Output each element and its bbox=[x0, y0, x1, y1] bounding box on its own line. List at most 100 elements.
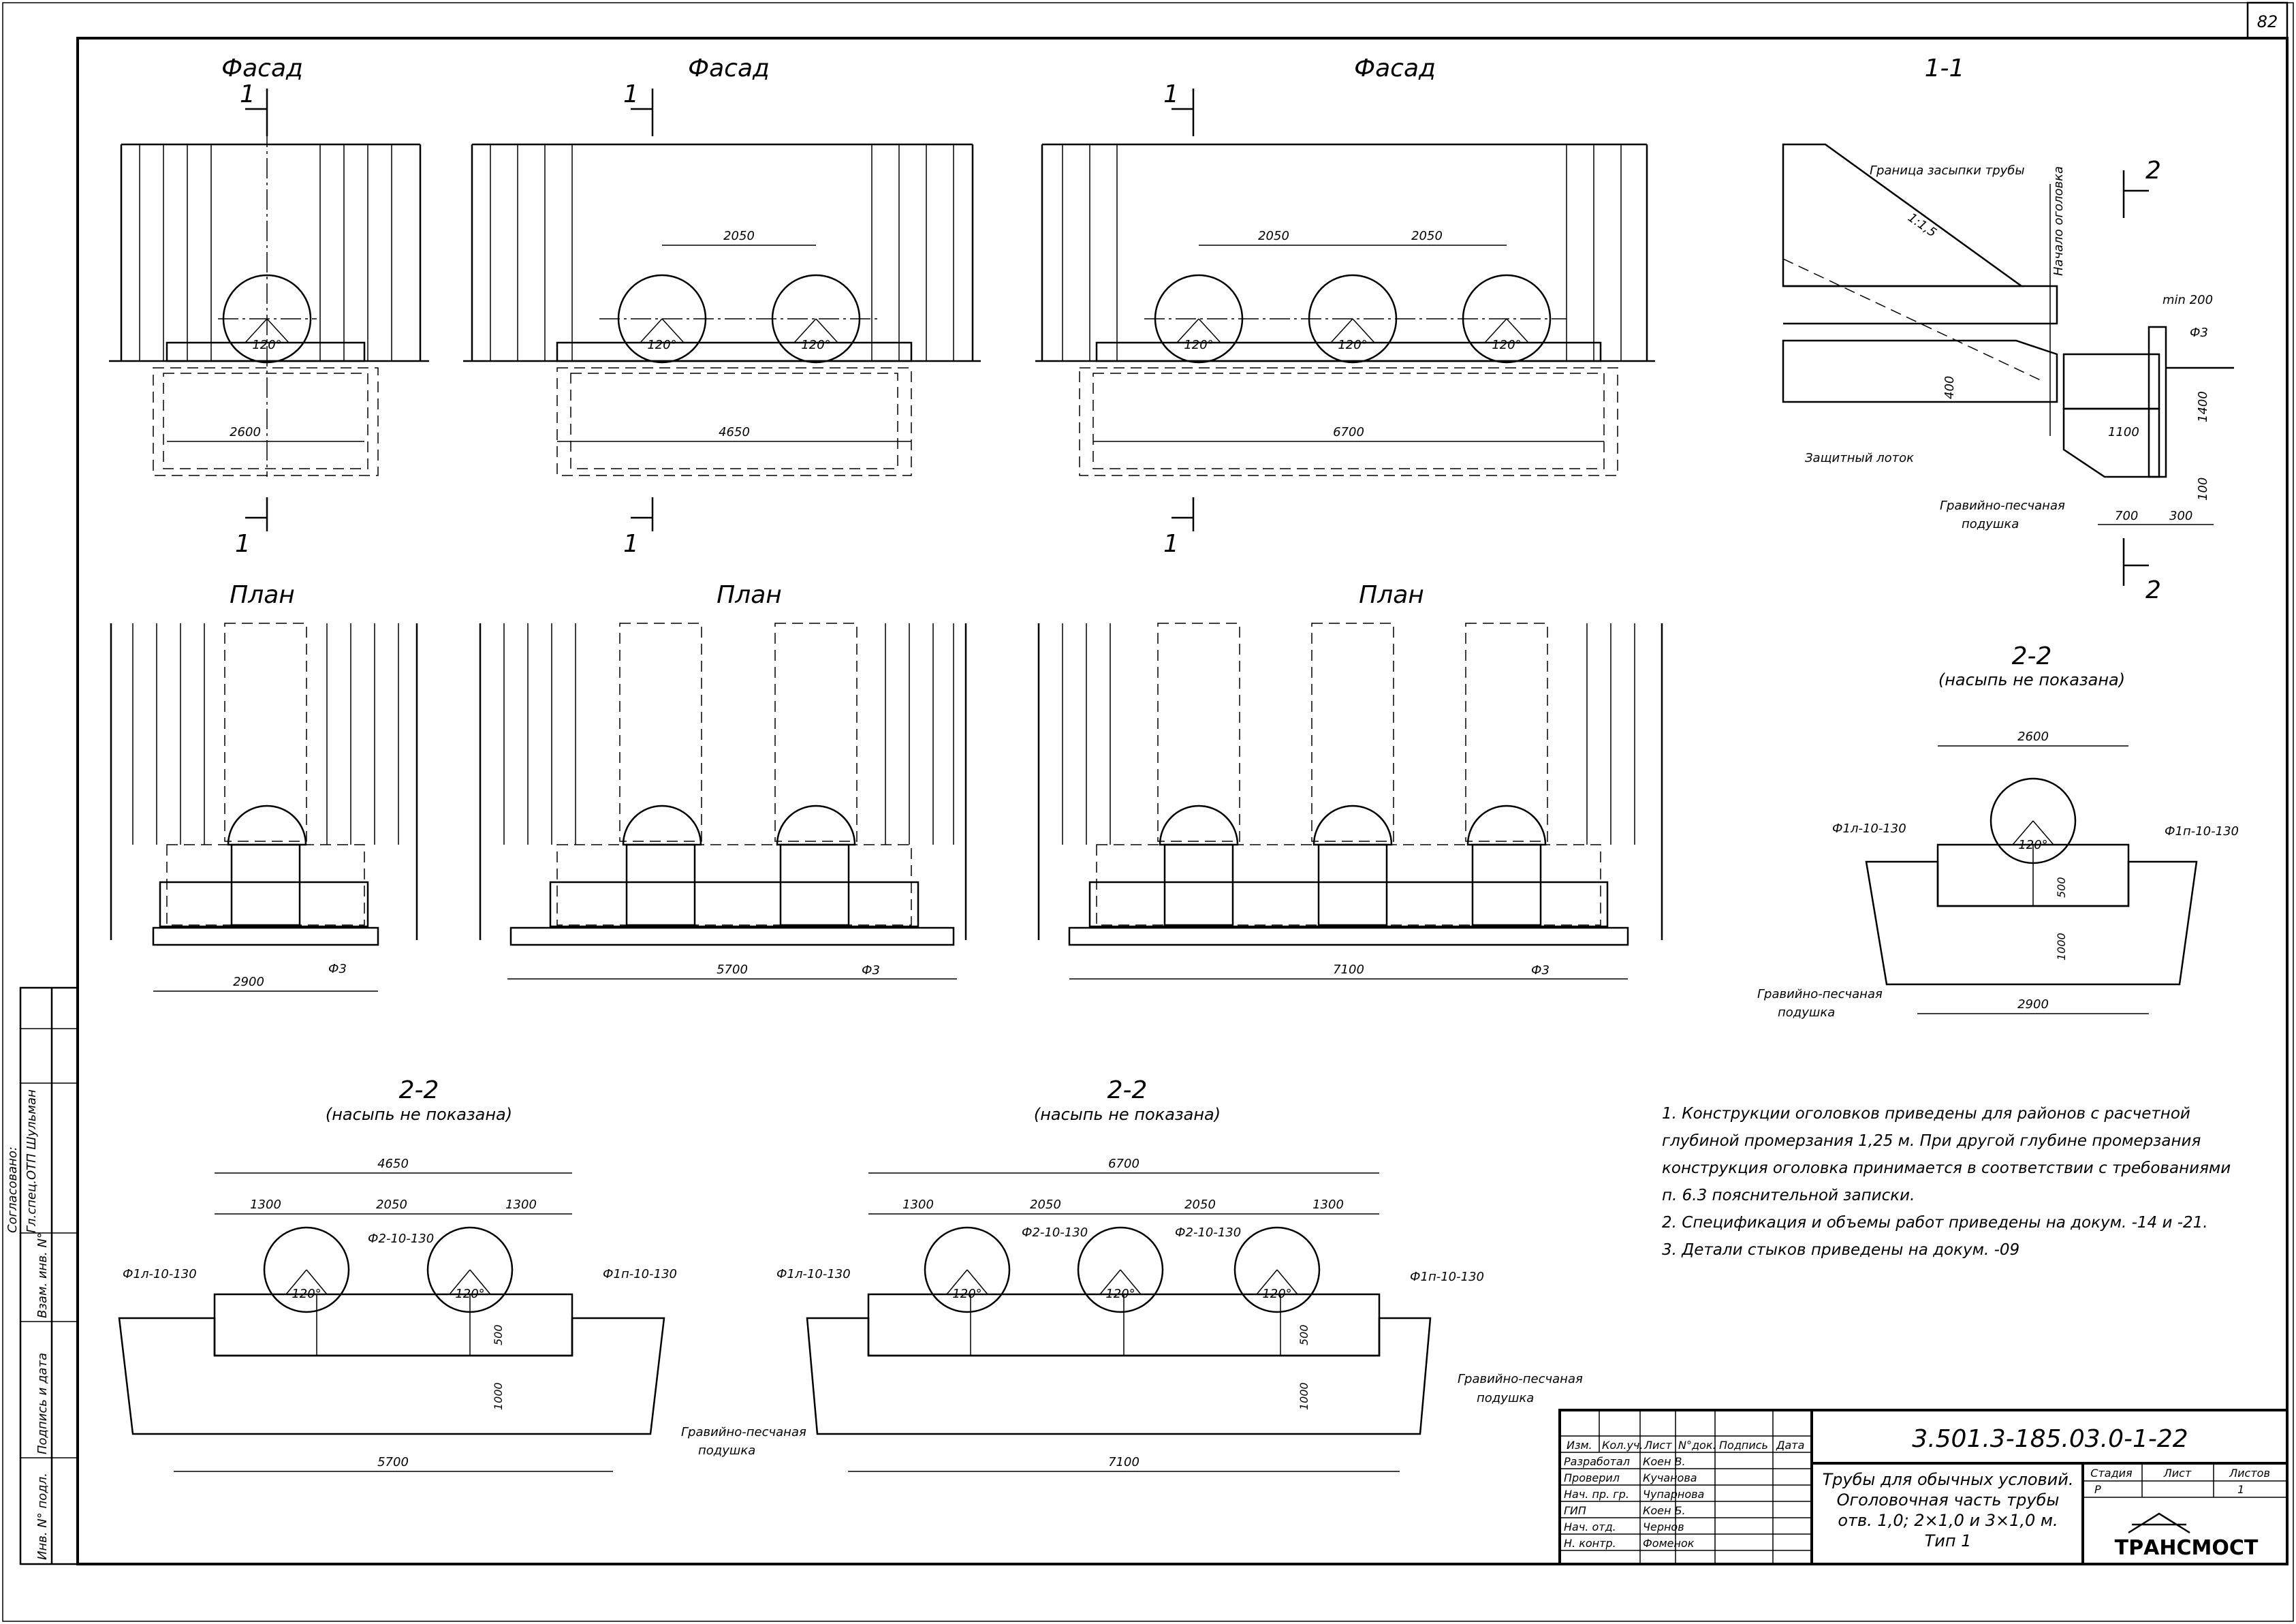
dim-pipe-spacing: 2050 bbox=[723, 229, 755, 243]
dim-sec-7100: 7100 bbox=[1108, 1455, 1139, 1469]
tb-role: Н. контр. bbox=[1564, 1537, 1616, 1550]
label-f3: Ф3 bbox=[1531, 963, 1550, 978]
dim-1300-left: 1300 bbox=[250, 1198, 281, 1212]
dim-300: 300 bbox=[2169, 509, 2192, 523]
section-2-2-single: 2-2 (насыпь не показана) 120° 2600 2900 … bbox=[1757, 642, 2239, 1020]
label-f3: Ф3 bbox=[328, 962, 347, 976]
tb-header-list: Лист bbox=[1644, 1439, 1672, 1452]
dim-min200: min 200 bbox=[2163, 293, 2213, 307]
dim-100: 100 bbox=[2196, 478, 2210, 501]
dim-500: 500 bbox=[1298, 1324, 1310, 1345]
dim-1300-right: 1300 bbox=[505, 1198, 537, 1212]
cut-mark-1-top: 1 bbox=[1163, 80, 1179, 108]
label-gravel-2: подушка bbox=[698, 1443, 755, 1458]
tb-role: Проверил bbox=[1564, 1471, 1620, 1484]
angle-label: 120° bbox=[2018, 838, 2047, 852]
angle-label: 120° bbox=[1184, 338, 1213, 352]
angle-label: 120° bbox=[292, 1287, 321, 1301]
label-gravel-1: Гравийно-песчаная bbox=[681, 1425, 806, 1439]
tb-name: Коен В. bbox=[1643, 1455, 1686, 1468]
facade-view-2: Фасад 120° 120° 2050 4650 1 1 bbox=[463, 54, 981, 558]
label-f3: Ф3 bbox=[2190, 326, 2208, 340]
plan-title-3: План bbox=[1359, 581, 1424, 609]
angle-label: 120° bbox=[1105, 1287, 1135, 1301]
dim-1300-right: 1300 bbox=[1312, 1198, 1344, 1212]
label-gravel-2: подушка bbox=[1778, 1005, 1835, 1020]
label-f1p: Ф1п-10-130 bbox=[603, 1267, 677, 1281]
tb-header-izm: Изм. bbox=[1567, 1439, 1592, 1452]
cut-mark-1-top: 1 bbox=[240, 80, 255, 108]
section-2-2-title-3: 2-2 bbox=[1107, 1076, 1148, 1104]
dim-1100: 1100 bbox=[2108, 425, 2139, 439]
tb-header-sign: Подпись bbox=[1719, 1439, 1768, 1452]
angle-label: 120° bbox=[455, 1287, 484, 1301]
section-2-2-triple: 2-2 (насыпь не показана) 120° 120° 120° … bbox=[776, 1076, 1583, 1472]
label-f1p: Ф1п-10-130 bbox=[1410, 1270, 1484, 1284]
tb-stage-value: Р bbox=[2094, 1483, 2101, 1496]
cut-mark-2-top: 2 bbox=[2145, 157, 2161, 185]
label-f3: Ф3 bbox=[862, 963, 880, 978]
general-notes: 1. Конструкции оголовков приведены для р… bbox=[1662, 1100, 2275, 1264]
tb-sheets-header: Листов bbox=[2229, 1467, 2270, 1480]
section-2-2-title-2: 2-2 bbox=[399, 1076, 439, 1104]
cut-mark-1-bottom: 1 bbox=[235, 530, 251, 558]
title-block: Изм. Кол.уч. Лист N°док. Подпись Дата Ра… bbox=[1558, 1409, 2289, 1565]
dim-2050: 2050 bbox=[1030, 1198, 1061, 1212]
section-1-1: 1-1 Граница засыпки трубы Начало оголовк… bbox=[1782, 54, 2234, 604]
label-headwall-start: Начало оголовка bbox=[2051, 166, 2066, 276]
side-stamp: Согласовано: Гл.спец.ОТП Шульман Взам. и… bbox=[5, 986, 79, 1565]
facade-view-3: Фасад 120° 120° 120° 2050 2050 6700 1 1 bbox=[1035, 54, 1655, 558]
section-2-2-note-3: (насыпь не показана) bbox=[1034, 1105, 1221, 1124]
label-f1p: Ф1п-10-130 bbox=[2165, 824, 2239, 839]
tb-sheets-value: 1 bbox=[2237, 1483, 2244, 1496]
dim-sec-6700: 6700 bbox=[1108, 1157, 1139, 1171]
label-f1l: Ф1л-10-130 bbox=[1832, 822, 1906, 836]
logo-text: ТРАНСМОСТ bbox=[2115, 1536, 2259, 1560]
dim-1000: 1000 bbox=[492, 1382, 505, 1410]
cut-mark-1-bottom: 1 bbox=[623, 530, 639, 558]
note-line: 1. Конструкции оголовков приведены для р… bbox=[1662, 1105, 2190, 1123]
tb-desc-line: Оголовочная часть трубы bbox=[1837, 1490, 2060, 1510]
angle-label: 120° bbox=[252, 338, 281, 352]
tb-sheet-header: Лист bbox=[2163, 1467, 2192, 1480]
cut-mark-1-bottom: 1 bbox=[1163, 530, 1179, 558]
section-2-2-double: 2-2 (насыпь не показана) 120° 120° 4650 … bbox=[118, 1076, 806, 1472]
label-fill-boundary: Граница засыпки трубы bbox=[1870, 163, 2025, 178]
stamp-approved: Согласовано: bbox=[5, 1146, 20, 1233]
angle-label: 120° bbox=[1262, 1287, 1291, 1301]
label-gravel-2: подушка bbox=[1962, 517, 2019, 531]
transmost-logo: ТРАНСМОСТ bbox=[2115, 1512, 2259, 1560]
note-line: 3. Детали стыков приведены на докум. -09 bbox=[1662, 1241, 2020, 1259]
note-line: глубиной промерзания 1,25 м. При другой … bbox=[1662, 1132, 2201, 1150]
label-gravel-1: Гравийно-песчаная bbox=[1757, 987, 1883, 1001]
plan-view-2: План 5700 Ф3 bbox=[479, 581, 967, 980]
plan-title-1: План bbox=[230, 581, 295, 609]
dim-sec-5700: 5700 bbox=[377, 1455, 409, 1469]
label-f1l: Ф1л-10-130 bbox=[776, 1267, 851, 1281]
dim-700: 700 bbox=[2115, 509, 2138, 523]
facade-title-2: Фасад bbox=[688, 54, 770, 82]
tb-desc-line: Тип 1 bbox=[1925, 1531, 1972, 1550]
dim-2050: 2050 bbox=[376, 1198, 407, 1212]
label-f2: Ф2-10-130 bbox=[368, 1232, 434, 1246]
plan-view-3: План 7100 Ф3 bbox=[1037, 581, 1663, 980]
tb-name: Чупарнова bbox=[1643, 1488, 1704, 1501]
stamp-inv-orig: Инв. N° подл. bbox=[35, 1473, 50, 1560]
tb-stage-header: Стадия bbox=[2090, 1467, 2133, 1480]
tb-role: Нач. пр. гр. bbox=[1564, 1488, 1629, 1501]
dim-sec-4650: 4650 bbox=[377, 1157, 409, 1171]
dim-sec-2600: 2600 bbox=[2017, 730, 2049, 744]
note-line: п. 6.3 пояснительной записки. bbox=[1662, 1187, 1915, 1204]
tb-header-date: Дата bbox=[1776, 1439, 1804, 1452]
tb-desc-line: Трубы для обычных условий. bbox=[1823, 1470, 2074, 1489]
angle-label: 120° bbox=[952, 1287, 981, 1301]
dim-2050: 2050 bbox=[1184, 1198, 1216, 1212]
tb-header-kol: Кол.уч. bbox=[1602, 1439, 1643, 1452]
tb-designation: 3.501.3-185.03.0-1-22 bbox=[1912, 1425, 2188, 1453]
tb-desc-line: отв. 1,0; 2×1,0 и 3×1,0 м. bbox=[1838, 1511, 2058, 1530]
label-f2: Ф2-10-130 bbox=[1022, 1225, 1088, 1240]
page-number-box bbox=[2246, 1, 2289, 40]
tb-name: Чернов bbox=[1643, 1520, 1684, 1533]
